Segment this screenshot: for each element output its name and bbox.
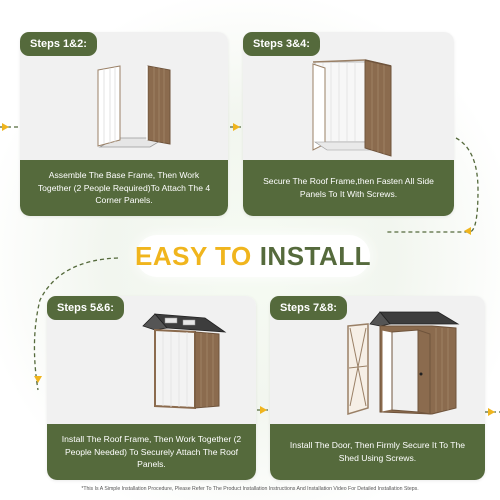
step-caption-4: Install The Door, Then Firmly Secure It … [270,424,485,480]
shed-roof-illustration [142,313,227,410]
step-arrow-icon [464,227,471,235]
step-arrow-icon [233,123,240,131]
headline-install: INSTALL [259,240,372,271]
step-caption-2: Secure The Roof Frame,then Fasten All Si… [243,160,454,216]
step-badge-4: Steps 7&8: [270,296,347,320]
shed-frame-illustration [97,65,171,148]
step-badge-3: Steps 5&6: [47,296,124,320]
step-badge-2: Steps 3&4: [243,32,320,56]
step-arrow-icon [488,408,495,416]
headline: EASY TO INSTALL [134,235,372,277]
step-card-2: Secure The Roof Frame,then Fasten All Si… [243,32,454,216]
step-caption-3: Install The Roof Frame, Then Work Togeth… [47,424,256,480]
shed-door-illustration [347,311,460,416]
headline-easy-to: EASY TO [134,240,252,271]
step-card-1: Assemble The Base Frame, Then Work Toget… [20,32,228,216]
footnote: *This Is A Simple Installation Procedure… [81,486,419,492]
step-arrow-icon [260,406,267,414]
step-card-3: Install The Roof Frame, Then Work Togeth… [47,296,256,480]
step-card-4: Install The Door, Then Firmly Secure It … [270,296,485,480]
shed-walls-illustration [312,59,392,157]
step-arrow-icon [34,376,42,383]
step-arrow-icon [2,123,9,131]
step-caption-1: Assemble The Base Frame, Then Work Toget… [20,160,228,216]
step-badge-1: Steps 1&2: [20,32,97,56]
